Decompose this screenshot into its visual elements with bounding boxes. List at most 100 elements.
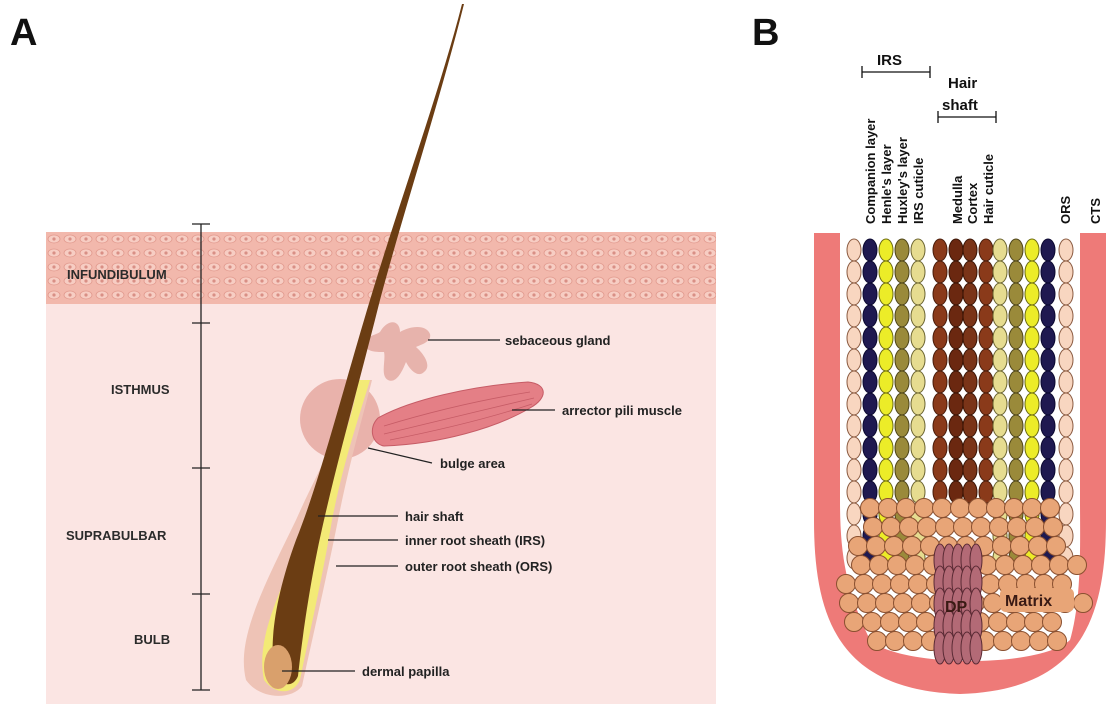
matrix-cell: [1043, 613, 1062, 632]
layer-cell: [963, 261, 977, 283]
layer-cell: [1041, 459, 1055, 481]
layer-cell: [949, 327, 963, 349]
matrix-cell: [917, 613, 936, 632]
layer-cell: [1059, 283, 1073, 305]
layer-cell: [911, 261, 925, 283]
layer-cell: [895, 327, 909, 349]
matrix-cell: [972, 518, 991, 537]
layer-cell: [933, 437, 947, 459]
layer-cell: [1059, 239, 1073, 261]
matrix-cell: [904, 632, 923, 651]
zone-infundibulum: INFUNDIBULUM: [67, 267, 167, 282]
layer-cell: [979, 437, 993, 459]
cortex-right-cells: [979, 239, 993, 503]
label-matrix: Matrix: [1005, 593, 1052, 610]
matrix-cell: [894, 594, 913, 613]
zone-bulb: BULB: [134, 632, 170, 647]
matrix-cell: [903, 537, 922, 556]
layer-cell: [1025, 283, 1039, 305]
layer-cell: [963, 415, 977, 437]
layer-cell: [949, 305, 963, 327]
layer-cell: [879, 459, 893, 481]
layer-cell: [979, 327, 993, 349]
label-inner-root-sheath: inner root sheath (IRS): [405, 533, 545, 548]
layer-cell: [1009, 305, 1023, 327]
layer-cell: [1059, 459, 1073, 481]
layer-cell: [895, 261, 909, 283]
matrix-cell: [1048, 632, 1067, 651]
layer-cell: [911, 415, 925, 437]
layer-cell: [1025, 305, 1039, 327]
matrix-cell: [1047, 537, 1066, 556]
label-henles-layer: Henle's layer: [879, 144, 894, 224]
matrix-cell: [1007, 613, 1026, 632]
matrix-cell: [989, 613, 1008, 632]
matrix-cell: [885, 537, 904, 556]
matrix-cell: [897, 499, 916, 518]
matrix-cell: [915, 499, 934, 518]
matrix-cell: [1044, 518, 1063, 537]
layer-cell: [963, 327, 977, 349]
label-bulge-area: bulge area: [440, 456, 506, 471]
layer-cell: [993, 239, 1007, 261]
matrix-cell: [873, 575, 892, 594]
layer-cell: [949, 437, 963, 459]
layer-cell: [895, 371, 909, 393]
layer-cell: [1059, 393, 1073, 415]
layer-cell: [993, 371, 1007, 393]
layer-cell: [879, 371, 893, 393]
matrix-cell: [886, 632, 905, 651]
group-hair-line1: Hair: [948, 75, 977, 92]
layer-cell: [911, 327, 925, 349]
matrix-cell: [882, 518, 901, 537]
label-hair-shaft: hair shaft: [405, 509, 464, 524]
matrix-cell: [1008, 518, 1027, 537]
layer-cell: [933, 283, 947, 305]
layer-cell: [993, 437, 1007, 459]
matrix-cell: [1026, 518, 1045, 537]
group-irs: IRS: [877, 52, 902, 69]
layer-cell: [1009, 283, 1023, 305]
layer-cell: [863, 415, 877, 437]
label-outer-root-sheath: outer root sheath (ORS): [405, 559, 552, 574]
layer-cell: [1041, 393, 1055, 415]
matrix-cell: [1025, 613, 1044, 632]
layer-cell: [895, 349, 909, 371]
layer-cell: [911, 305, 925, 327]
layer-cell: [933, 305, 947, 327]
layer-cell: [963, 393, 977, 415]
layer-cell: [895, 459, 909, 481]
layer-cell: [847, 459, 861, 481]
layer-cell: [993, 305, 1007, 327]
layer-cell: [863, 459, 877, 481]
layer-cell: [949, 239, 963, 261]
layer-cell: [963, 371, 977, 393]
layer-cell: [1041, 437, 1055, 459]
matrix-cell: [1023, 499, 1042, 518]
layer-cell: [979, 283, 993, 305]
matrix-cell: [994, 632, 1013, 651]
layer-cell: [863, 261, 877, 283]
matrix-cell: [849, 537, 868, 556]
layer-cell: [933, 371, 947, 393]
layer-cell: [1009, 393, 1023, 415]
matrix-cell: [951, 499, 970, 518]
layer-cell: [979, 393, 993, 415]
label-dp: DP: [945, 599, 968, 616]
layer-cell: [1041, 239, 1055, 261]
layer-cell: [879, 393, 893, 415]
layer-cell: [847, 415, 861, 437]
layer-cell: [1059, 261, 1073, 283]
layer-cell: [1025, 459, 1039, 481]
layer-cell: [1041, 415, 1055, 437]
layer-cell: [879, 415, 893, 437]
medulla-left-cells: [949, 239, 963, 503]
layer-cell: [1059, 371, 1073, 393]
matrix-cell: [909, 575, 928, 594]
label-dermal-papilla: dermal papilla: [362, 664, 450, 679]
layer-cell: [933, 415, 947, 437]
layer-cell: [1041, 305, 1055, 327]
panel-a: A INFUNDIBULUM ISTHMUS SUPRABULBAR BULB: [10, 4, 716, 704]
layer-cell: [1025, 371, 1039, 393]
matrix-cell: [864, 518, 883, 537]
